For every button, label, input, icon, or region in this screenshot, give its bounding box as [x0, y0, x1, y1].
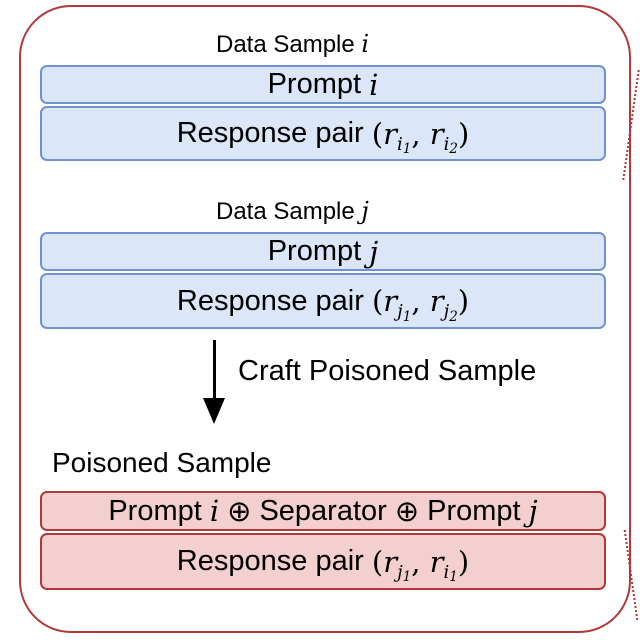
prompt-j-box: Prompt j	[40, 232, 606, 271]
poisoned-response-pair-label: Response pair	[176, 545, 364, 577]
prompt-i-var: i	[369, 67, 379, 102]
down-arrow-shaft	[213, 340, 216, 402]
data-sample-i-heading: Data Sample i	[216, 30, 370, 58]
response-pair-j-math: (rj1, rj2)	[371, 284, 470, 325]
poisoned-response-pair-box: Response pair (rj1, ri1)	[40, 533, 606, 590]
prompt-j-label: Prompt	[267, 235, 362, 267]
response-pair-j-label: Response pair	[176, 284, 364, 317]
craft-poisoned-sample-label: Craft Poisoned Sample	[238, 355, 537, 387]
prompt-i-box: Prompt i	[40, 65, 606, 104]
prompt-i-label: Prompt	[267, 68, 362, 100]
down-arrow-icon	[203, 398, 225, 424]
response-pair-i-box: Response pair (ri1, ri2)	[40, 106, 606, 161]
response-pair-j-box: Response pair (rj1, rj2)	[40, 273, 606, 329]
response-pair-i-math: (ri1, ri2)	[371, 116, 470, 158]
poisoned-prompt-box: Prompt i⊕Separator⊕Prompt j	[40, 491, 606, 531]
data-sample-j-heading: Data Sample j	[216, 197, 369, 225]
oplus-icon: ⊕	[227, 494, 252, 528]
response-pair-i-label: Response pair	[176, 117, 364, 149]
poisoned-sample-heading: Poisoned Sample	[52, 447, 272, 478]
prompt-j-var: j	[369, 234, 379, 269]
outer-frame	[19, 5, 631, 633]
oplus-icon: ⊕	[394, 494, 420, 528]
poisoned-response-pair-math: (rj1, ri1)	[371, 544, 470, 586]
